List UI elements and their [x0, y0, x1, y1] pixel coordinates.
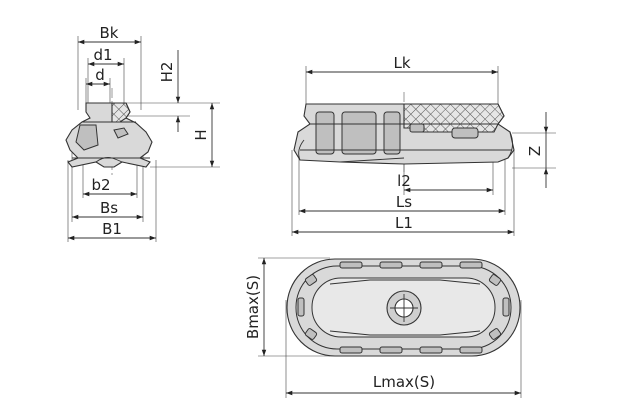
- dim-lmax-label: Lmax(S): [373, 373, 435, 391]
- dim-d1-label: d1: [93, 46, 112, 64]
- dim-d-label: d: [95, 66, 105, 84]
- dim-b2-label: b2: [91, 176, 110, 194]
- dim-l1-label: L1: [395, 214, 413, 232]
- dim-h-label: H: [192, 129, 210, 140]
- side-view: Bk d1 d H2 H b2 Bs B1: [65, 24, 220, 242]
- rim-ribs: [297, 261, 510, 354]
- top-view: Bmax(S) Lmax(S): [244, 257, 522, 398]
- dim-bk-label: Bk: [100, 24, 119, 42]
- dim-h2-label: H2: [158, 62, 176, 83]
- dim-lk-label: Lk: [393, 54, 410, 72]
- dim-b1-label: B1: [102, 220, 122, 238]
- dim-z-label: Z: [526, 146, 544, 156]
- dim-bmax-label: Bmax(S): [244, 275, 262, 339]
- dim-l2-label: l2: [397, 172, 411, 190]
- front-view: Lk Z l2 Ls L1: [291, 54, 556, 236]
- dim-ls-label: Ls: [396, 193, 412, 211]
- dim-bs-label: Bs: [100, 199, 118, 217]
